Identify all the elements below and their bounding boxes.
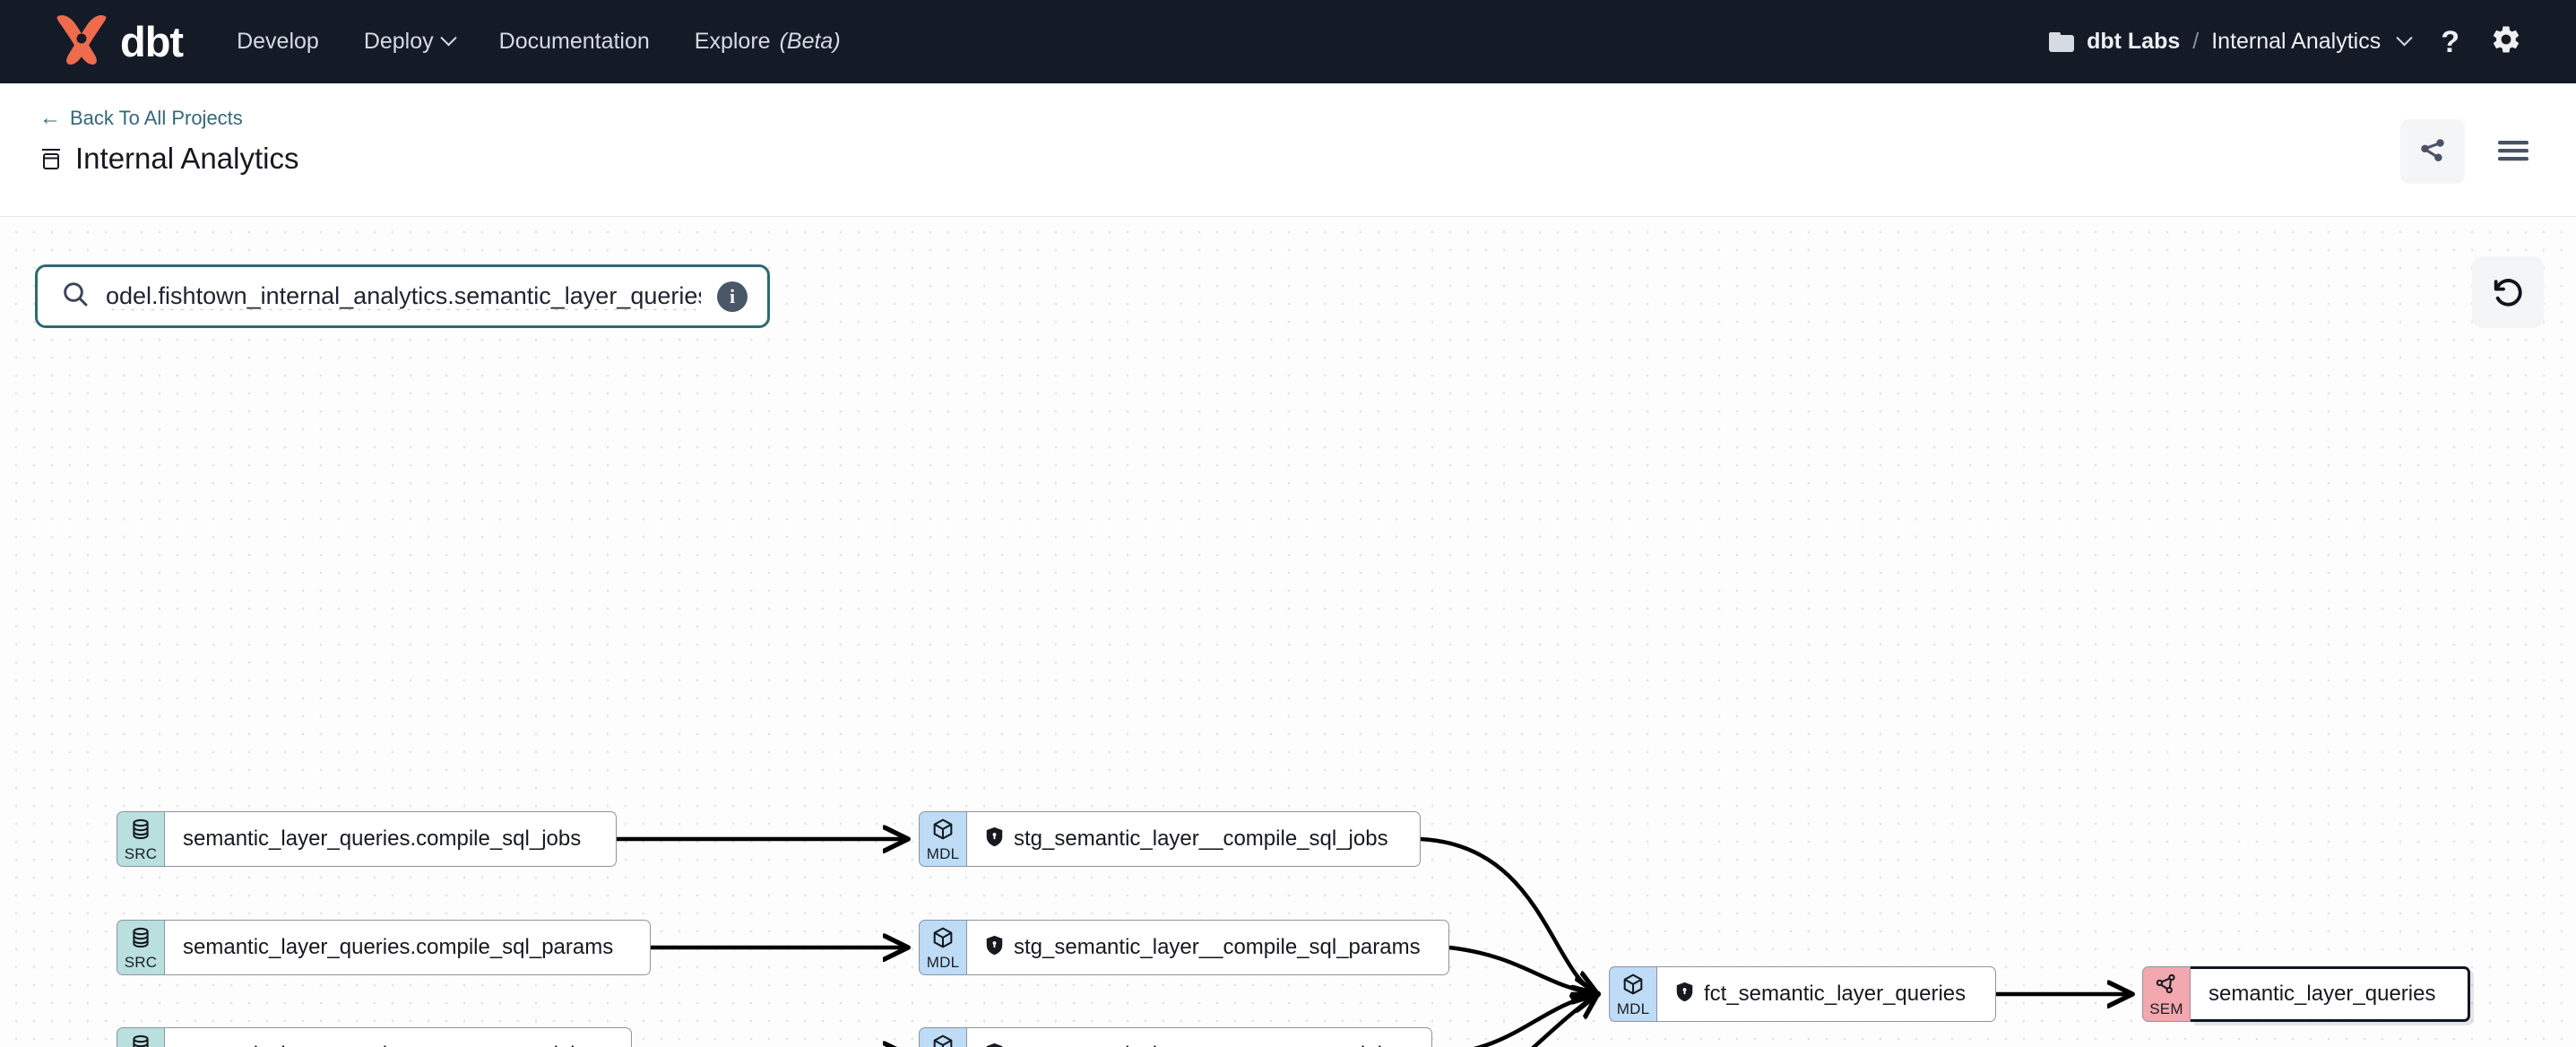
node-label: stg_semantic_layer__create_query_jobs <box>1014 1043 1400 1047</box>
node-body[interactable]: semantic_layer_queries.create_query_jobs <box>165 1027 632 1047</box>
lineage-edges <box>617 218 2576 1047</box>
node-type-badge-src: SRC <box>117 1027 165 1047</box>
node-type-badge-src: SRC <box>117 811 165 867</box>
node-body[interactable]: fct_semantic_layer_queries <box>1657 966 1996 1022</box>
database-cylinder-icon <box>129 1034 152 1047</box>
node-body[interactable]: stg_semantic_layer__create_query_jobs <box>967 1027 1432 1047</box>
shield-icon <box>985 935 1004 960</box>
nav-item-deploy-label: Deploy <box>363 29 434 54</box>
node-label: semantic_layer_queries.compile_sql_param… <box>183 935 614 959</box>
node-label: stg_semantic_layer__compile_sql_params <box>1014 935 1421 959</box>
reset-view-button[interactable] <box>2472 256 2544 328</box>
cube-icon <box>931 818 955 845</box>
question-mark-icon: ? <box>2441 24 2459 59</box>
dbt-logo[interactable]: dbt <box>52 13 184 71</box>
back-to-all-projects-link[interactable]: ← Back To All Projects <box>39 107 243 130</box>
subheader-actions <box>2400 119 2538 184</box>
node-type-badge-sem: SEM <box>2142 966 2191 1022</box>
page-title-row: Internal Analytics <box>39 142 2537 176</box>
node-type-label: MDL <box>1616 999 1650 1017</box>
node-type-badge-mdl: MDL <box>919 1027 967 1047</box>
lineage-node-mdl3[interactable]: MDL stg_semantic_layer__create_query_jobs <box>919 1027 1432 1047</box>
nav-item-documentation-label: Documentation <box>498 29 650 54</box>
nav-item-develop[interactable]: Develop <box>237 29 319 55</box>
node-type-label: SRC <box>124 953 158 971</box>
project-subheader: ← Back To All Projects Internal Analytic… <box>0 83 2576 217</box>
node-type-label: MDL <box>926 953 960 971</box>
breadcrumb-org[interactable]: dbt Labs <box>2087 29 2181 54</box>
chevron-down-icon <box>439 30 457 47</box>
lineage-view-button[interactable] <box>2400 119 2465 184</box>
node-body[interactable]: semantic_layer_queries.compile_sql_jobs <box>165 811 617 867</box>
back-to-all-projects-label: Back To All Projects <box>70 107 243 129</box>
node-type-label: MDL <box>926 844 960 862</box>
cube-icon <box>1621 973 1645 1000</box>
database-cylinder-icon <box>129 818 152 845</box>
nav-item-develop-label: Develop <box>237 29 319 54</box>
menu-button[interactable] <box>2488 125 2538 178</box>
node-type-badge-mdl: MDL <box>919 811 967 867</box>
node-label: stg_semantic_layer__compile_sql_jobs <box>1014 826 1388 851</box>
search-bar[interactable]: odel.fishtown_internal_analytics.semanti… <box>35 264 770 328</box>
edge-mdl3-fct <box>1473 994 1597 1047</box>
top-navigation-bar: dbt Develop Deploy Documentation Explore… <box>0 0 2576 83</box>
dbt-logo-icon <box>52 13 120 71</box>
lineage-graph: SRC semantic_layer_queries.compile_sql_jo… <box>0 218 2576 1047</box>
node-body[interactable]: semantic_layer_queries <box>2191 966 2470 1022</box>
nav-right-cluster: dbt Labs / Internal Analytics ? <box>2049 23 2540 60</box>
cube-icon <box>931 926 955 954</box>
share-nodes-icon <box>2417 135 2448 169</box>
shield-icon <box>985 1043 1004 1047</box>
lineage-node-sem[interactable]: SEM semantic_layer_queries <box>2142 966 2470 1022</box>
folder-icon <box>2049 31 2075 52</box>
chevron-down-icon[interactable] <box>2396 30 2413 47</box>
nav-links: Develop Deploy Documentation Explore (Be… <box>237 29 841 55</box>
help-button[interactable]: ? <box>2441 27 2459 57</box>
lineage-node-src2[interactable]: SRC semantic_layer_queries.compile_sql_pa… <box>117 920 651 975</box>
nav-item-documentation[interactable]: Documentation <box>499 29 650 55</box>
node-label: fct_semantic_layer_queries <box>1704 982 1967 1006</box>
nav-item-explore[interactable]: Explore (Beta) <box>695 29 841 55</box>
nav-item-explore-beta-tag: (Beta) <box>779 29 841 54</box>
search-icon <box>61 280 90 313</box>
node-label: semantic_layer_queries.compile_sql_jobs <box>183 826 582 851</box>
semantic-graph-icon <box>2155 973 2178 1000</box>
gear-icon <box>2490 23 2522 60</box>
breadcrumb-separator: / <box>2192 29 2200 54</box>
node-label: semantic_layer_queries.create_query_jobs <box>183 1043 593 1047</box>
node-body[interactable]: stg_semantic_layer__compile_sql_params <box>967 920 1449 975</box>
node-body[interactable]: semantic_layer_queries.compile_sql_param… <box>165 920 651 975</box>
settings-button[interactable] <box>2490 23 2522 60</box>
shield-icon <box>1675 982 1694 1007</box>
node-body[interactable]: stg_semantic_layer__compile_sql_jobs <box>967 811 1421 867</box>
database-icon <box>39 146 63 171</box>
node-type-badge-src: SRC <box>117 920 165 975</box>
lineage-canvas[interactable]: odel.fishtown_internal_analytics.semanti… <box>0 218 2576 1047</box>
node-type-label: SRC <box>124 844 158 862</box>
lineage-node-fct[interactable]: MDL fct_semantic_layer_queries <box>1609 966 1996 1022</box>
lineage-node-mdl2[interactable]: MDL stg_semantic_layer__compile_sql_param… <box>919 920 1449 975</box>
node-label: semantic_layer_queries <box>2209 982 2436 1006</box>
database-cylinder-icon <box>129 926 152 954</box>
page-title: Internal Analytics <box>75 142 299 175</box>
breadcrumb-project[interactable]: Internal Analytics <box>2211 29 2382 54</box>
reset-icon <box>2490 273 2526 312</box>
node-type-label: SEM <box>2149 999 2183 1017</box>
nav-item-deploy[interactable]: Deploy <box>363 29 457 55</box>
lineage-node-src1[interactable]: SRC semantic_layer_queries.compile_sql_jo… <box>117 811 617 867</box>
hamburger-menu-icon <box>2496 137 2530 167</box>
breadcrumb: dbt Labs / Internal Analytics <box>2049 29 2413 55</box>
dbt-logo-text: dbt <box>120 18 184 65</box>
info-icon[interactable]: i <box>717 281 748 312</box>
node-type-badge-mdl: MDL <box>919 920 967 975</box>
node-type-badge-mdl: MDL <box>1609 966 1657 1022</box>
lineage-node-src3[interactable]: SRC semantic_layer_queries.create_query_j… <box>117 1027 632 1047</box>
search-input[interactable]: odel.fishtown_internal_analytics.semanti… <box>106 282 701 309</box>
nav-item-explore-label: Explore <box>694 29 771 54</box>
cube-icon <box>931 1034 955 1047</box>
edge-mdl4-fct <box>1531 994 1597 1047</box>
shield-icon <box>985 826 1004 852</box>
lineage-node-mdl1[interactable]: MDL stg_semantic_layer__compile_sql_jobs <box>919 811 1421 867</box>
arrow-left-icon: ← <box>39 106 61 130</box>
